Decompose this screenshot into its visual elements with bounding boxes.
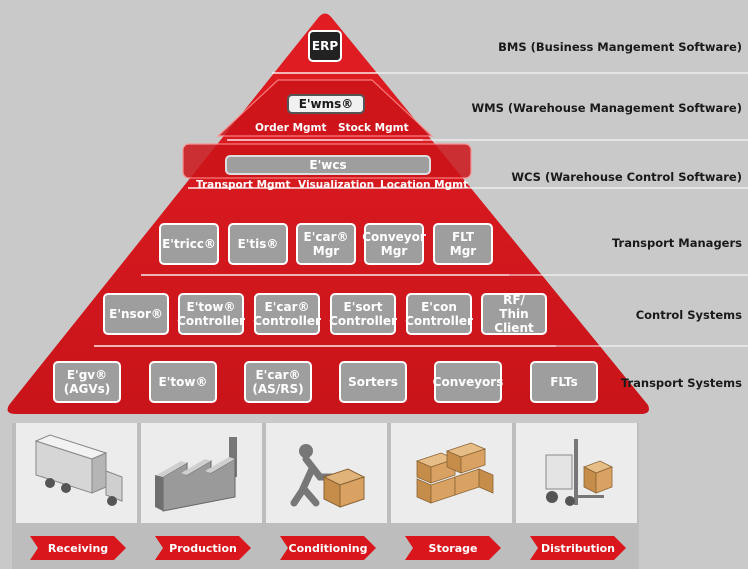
transport-system-box-2[interactable]: E'car® (AS/RS)	[244, 361, 312, 403]
level-label-control-systems: Control Systems	[635, 308, 742, 322]
transport-manager-box-0[interactable]: E'tricc®	[159, 223, 219, 265]
level-label-bms: BMS (Business Mangement Software)	[498, 40, 742, 54]
control-system-box-2[interactable]: E'car® Controller	[253, 293, 321, 335]
process-cell-1	[141, 423, 262, 523]
process-label: Production	[169, 541, 237, 555]
transport-manager-box-2[interactable]: E'car® Mgr	[296, 223, 356, 265]
control-system-box-4[interactable]: E'con Controller	[405, 293, 473, 335]
control-system-box-1[interactable]: E'tow® Controller	[177, 293, 245, 335]
control-system-box-0[interactable]: E'nsor®	[103, 293, 169, 335]
process-arrow-2[interactable]: Conditioning	[280, 536, 376, 560]
transport-system-box-1[interactable]: E'tow®	[149, 361, 217, 403]
level-label-transport-systems: Transport Systems	[620, 376, 742, 390]
process-label: Conditioning	[288, 541, 368, 555]
process-cell-4	[516, 423, 637, 523]
process-cell-3	[391, 423, 512, 523]
boxes-stack-icon	[397, 431, 507, 519]
process-cell-2	[266, 423, 387, 523]
visualization-label: Visualization	[298, 179, 375, 191]
level-label-transport-managers: Transport Managers	[611, 236, 742, 250]
transport-system-box-3[interactable]: Sorters	[339, 361, 407, 403]
process-arrow-3[interactable]: Storage	[405, 536, 501, 560]
transport-system-box-4[interactable]: Conveyors	[433, 361, 503, 403]
factory-icon	[147, 431, 257, 519]
process-arrow-1[interactable]: Production	[155, 536, 251, 560]
erp-box[interactable]: ERP	[308, 30, 342, 62]
location-mgmt-label: Location Mgmt	[380, 179, 469, 191]
worker-box-icon	[272, 431, 382, 519]
process-cell-0	[16, 423, 137, 523]
process-label: Distribution	[540, 541, 616, 555]
truck-icon	[22, 431, 132, 519]
transport-manager-box-4[interactable]: FLT Mgr	[433, 223, 493, 265]
process-label: Storage	[428, 541, 478, 555]
process-arrow-4[interactable]: Distribution	[530, 536, 626, 560]
transport-mgmt-label: Transport Mgmt	[196, 179, 291, 191]
process-label: Receiving	[47, 541, 109, 555]
transport-manager-box-1[interactable]: E'tis®	[228, 223, 288, 265]
transport-manager-box-3[interactable]: Conveyor Mgr	[362, 223, 426, 265]
control-system-box-3[interactable]: E'sort Controller	[329, 293, 397, 335]
level-label-wms: WMS (Warehouse Management Software)	[471, 101, 742, 115]
transport-system-box-5[interactable]: FLTs	[530, 361, 598, 403]
transport-system-box-0[interactable]: E'gv® (AGVs)	[53, 361, 121, 403]
stock-mgmt-label: Stock Mgmt	[338, 122, 409, 134]
ewcs-box[interactable]: E'wcs	[225, 155, 431, 175]
process-arrow-0[interactable]: Receiving	[30, 536, 126, 560]
level-label-wcs: WCS (Warehouse Control Software)	[511, 170, 742, 184]
control-system-box-5[interactable]: RF/ Thin Client	[481, 293, 547, 335]
forklift-icon	[522, 431, 632, 519]
order-mgmt-label: Order Mgmt	[255, 122, 327, 134]
process-panel: Receiving Production Conditioning Storage Di…	[12, 423, 639, 569]
ewms-box[interactable]: E'wms®	[287, 94, 365, 114]
